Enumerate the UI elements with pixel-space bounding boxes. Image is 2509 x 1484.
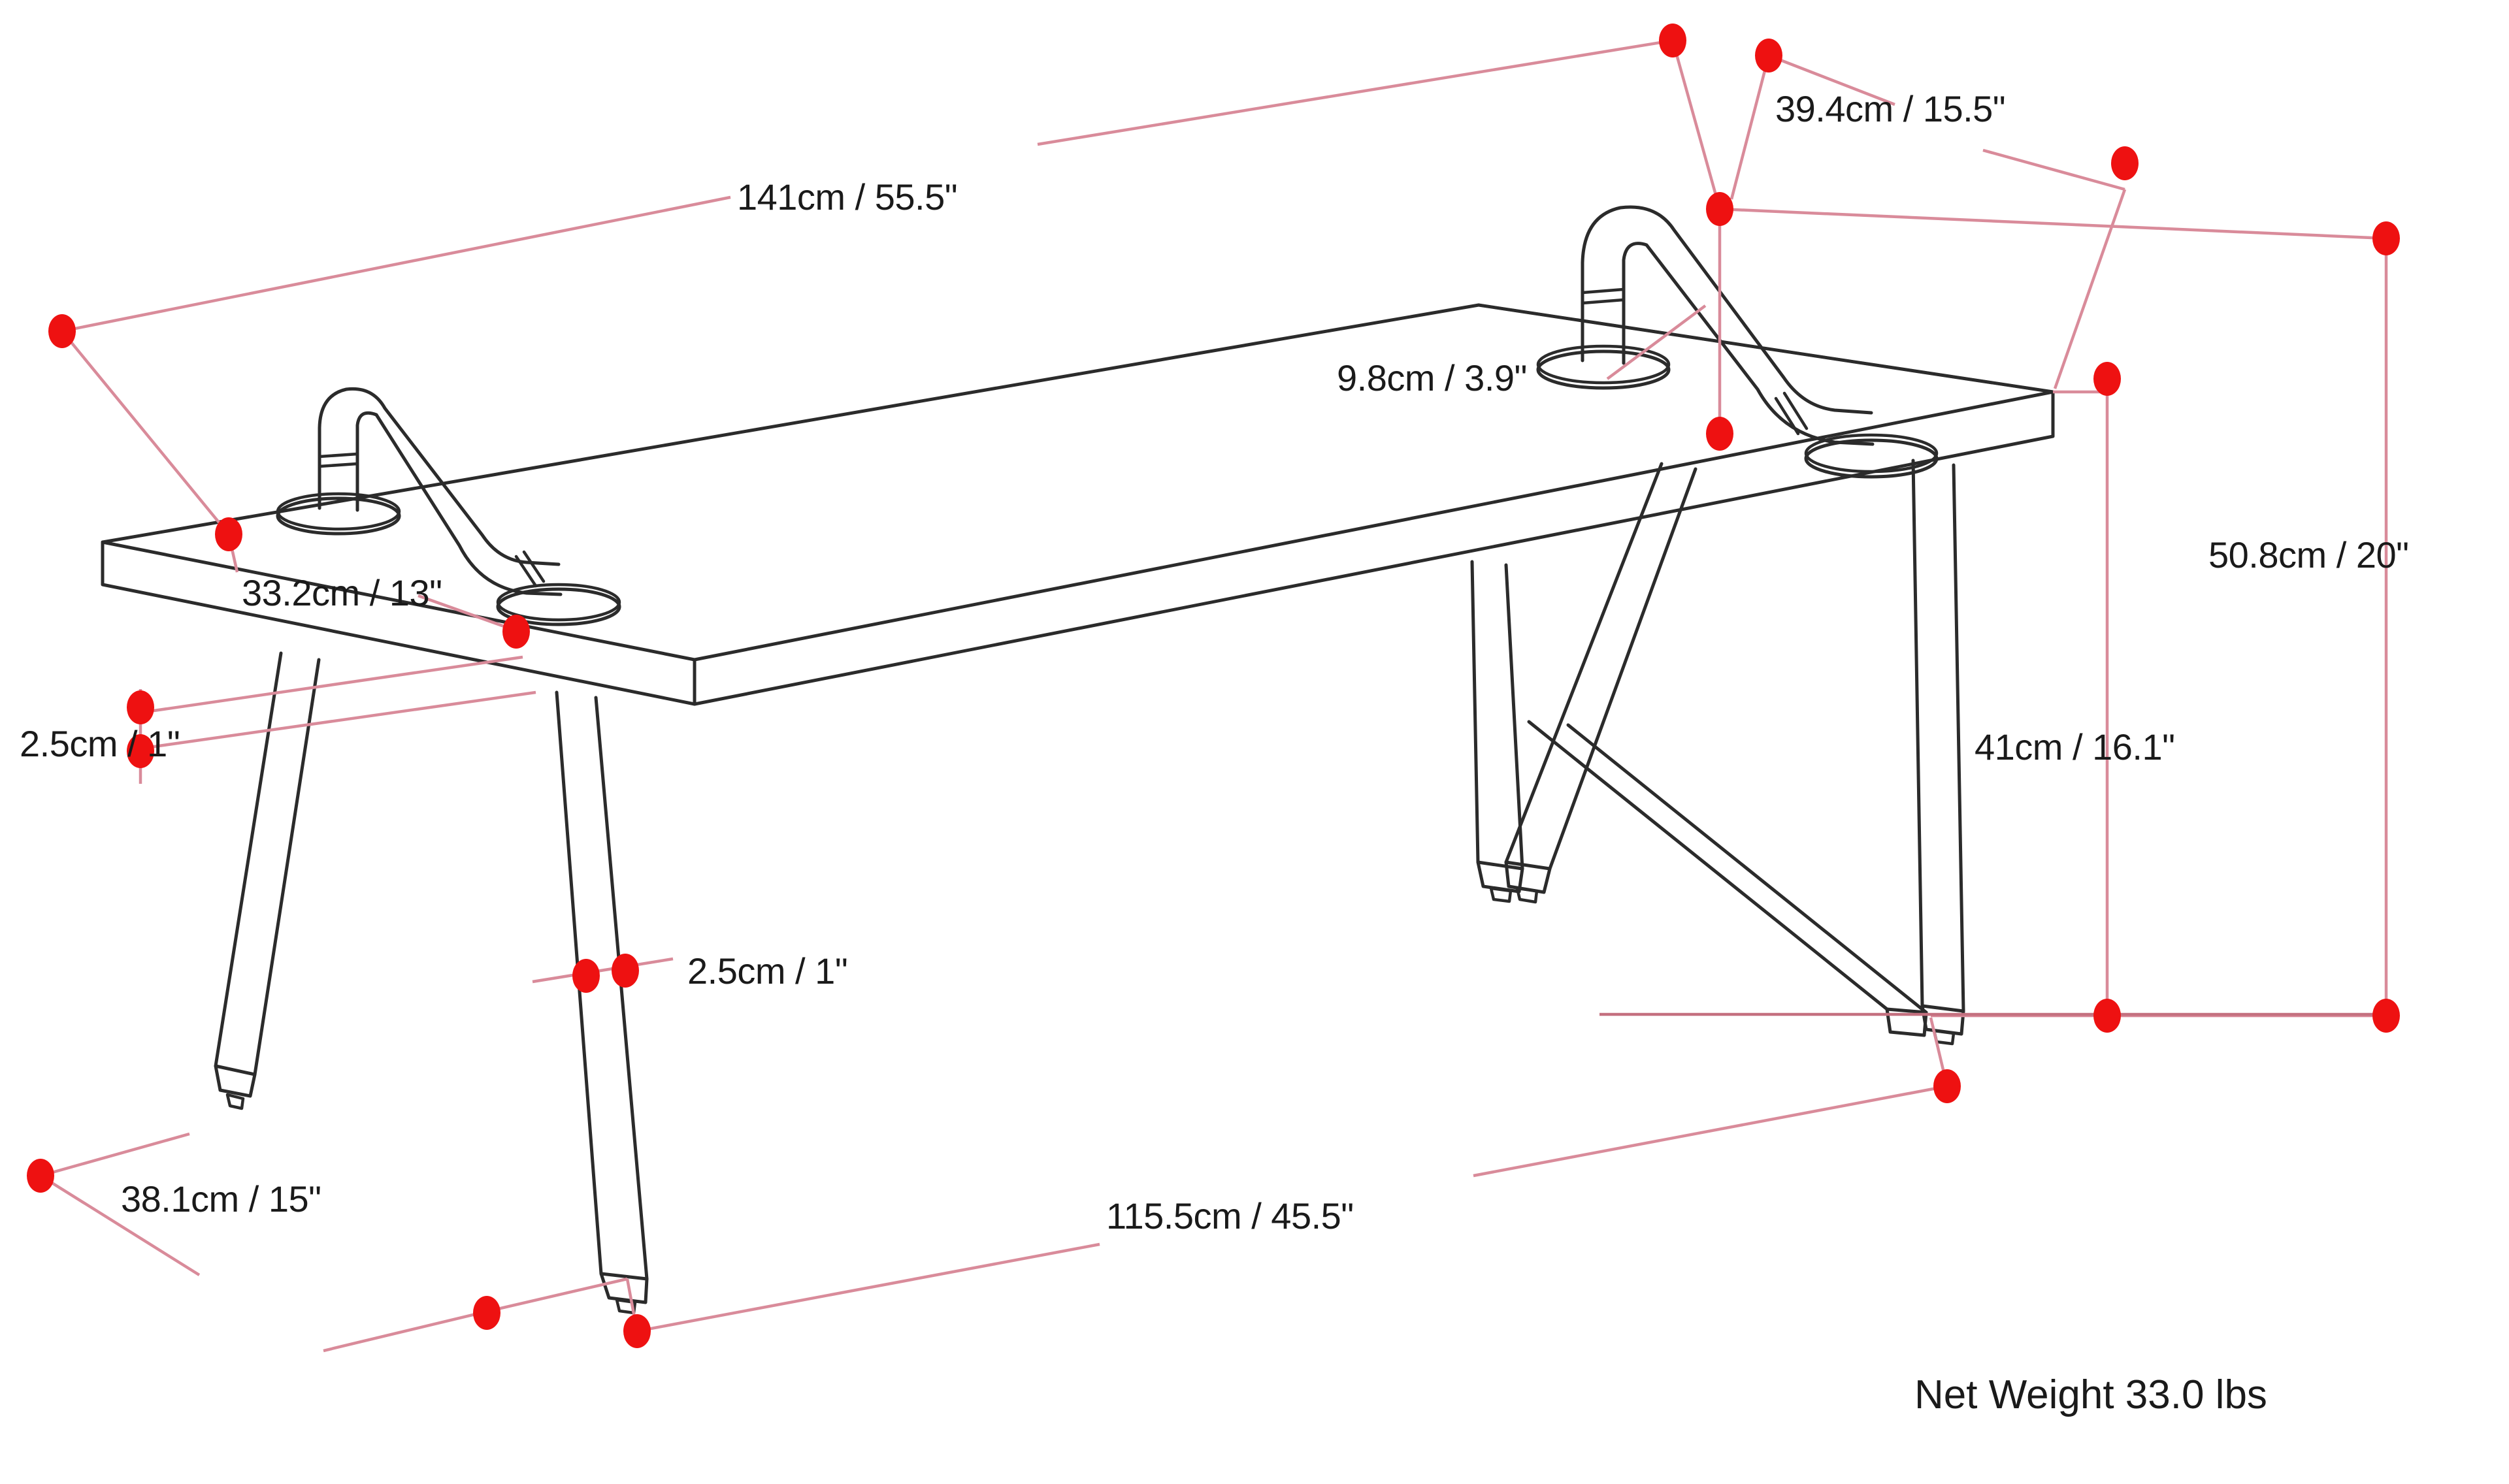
leg-front-left bbox=[214, 651, 321, 1110]
dimension-label-seat-depth: 39.4cm / 15.5" bbox=[1775, 88, 2006, 129]
net-weight-label: Net Weight 33.0 lbs bbox=[1914, 1372, 2267, 1417]
dimension-point bbox=[502, 615, 530, 649]
dimension-point bbox=[1706, 417, 1733, 451]
dimension-point bbox=[2093, 362, 2121, 396]
dimension-point bbox=[1706, 192, 1733, 226]
dimension-label-foot-span-length: 115.5cm / 45.5" bbox=[1106, 1195, 1354, 1236]
dimension-point bbox=[127, 734, 154, 768]
pipe-handle-left bbox=[276, 387, 621, 626]
dimension-point bbox=[27, 1159, 54, 1193]
dimension-line-top-length bbox=[61, 39, 1722, 536]
dimension-point bbox=[127, 690, 154, 724]
dimension-line-foot-span-depth bbox=[39, 1132, 628, 1353]
dimension-point bbox=[215, 517, 242, 551]
dimension-point bbox=[572, 959, 600, 993]
dimension-point bbox=[1933, 1069, 1961, 1103]
dimension-point bbox=[623, 1314, 651, 1348]
leg-back-right bbox=[1527, 720, 1928, 1037]
dimension-line-seat-depth bbox=[1730, 54, 2127, 389]
dimension-point bbox=[48, 314, 76, 348]
leg-front-far-right bbox=[1504, 462, 1697, 904]
dimension-line-leg-thickness bbox=[532, 957, 674, 984]
dimension-point bbox=[612, 954, 639, 988]
pipe-handle-right bbox=[1536, 205, 1939, 479]
dimension-point bbox=[2093, 999, 2121, 1033]
dimension-label-top-length: 141cm / 55.5" bbox=[737, 176, 958, 218]
dimension-line-handle-height bbox=[1606, 209, 1722, 431]
dimension-label-foot-span-depth: 38.1cm / 15" bbox=[121, 1178, 321, 1219]
dimension-point bbox=[2111, 146, 2139, 180]
dimension-label-handle-height: 9.8cm / 3.9" bbox=[1337, 357, 1527, 398]
dimension-point bbox=[2372, 999, 2400, 1033]
dimension-point bbox=[473, 1296, 500, 1330]
dimension-point bbox=[2372, 221, 2400, 255]
dimension-label-leg-thickness: 2.5cm / 1" bbox=[687, 950, 848, 992]
dimension-point bbox=[1755, 39, 1782, 73]
dimension-label-overall-height: 50.8cm / 20" bbox=[2208, 534, 2409, 575]
dimension-point bbox=[1659, 24, 1686, 57]
dimension-label-seat-height: 41cm / 16.1" bbox=[1975, 726, 2175, 767]
dimension-label-seat-thickness: 2.5cm / 1" bbox=[20, 723, 180, 764]
dimension-label-handle-span: 33.2cm / 13" bbox=[242, 572, 442, 613]
